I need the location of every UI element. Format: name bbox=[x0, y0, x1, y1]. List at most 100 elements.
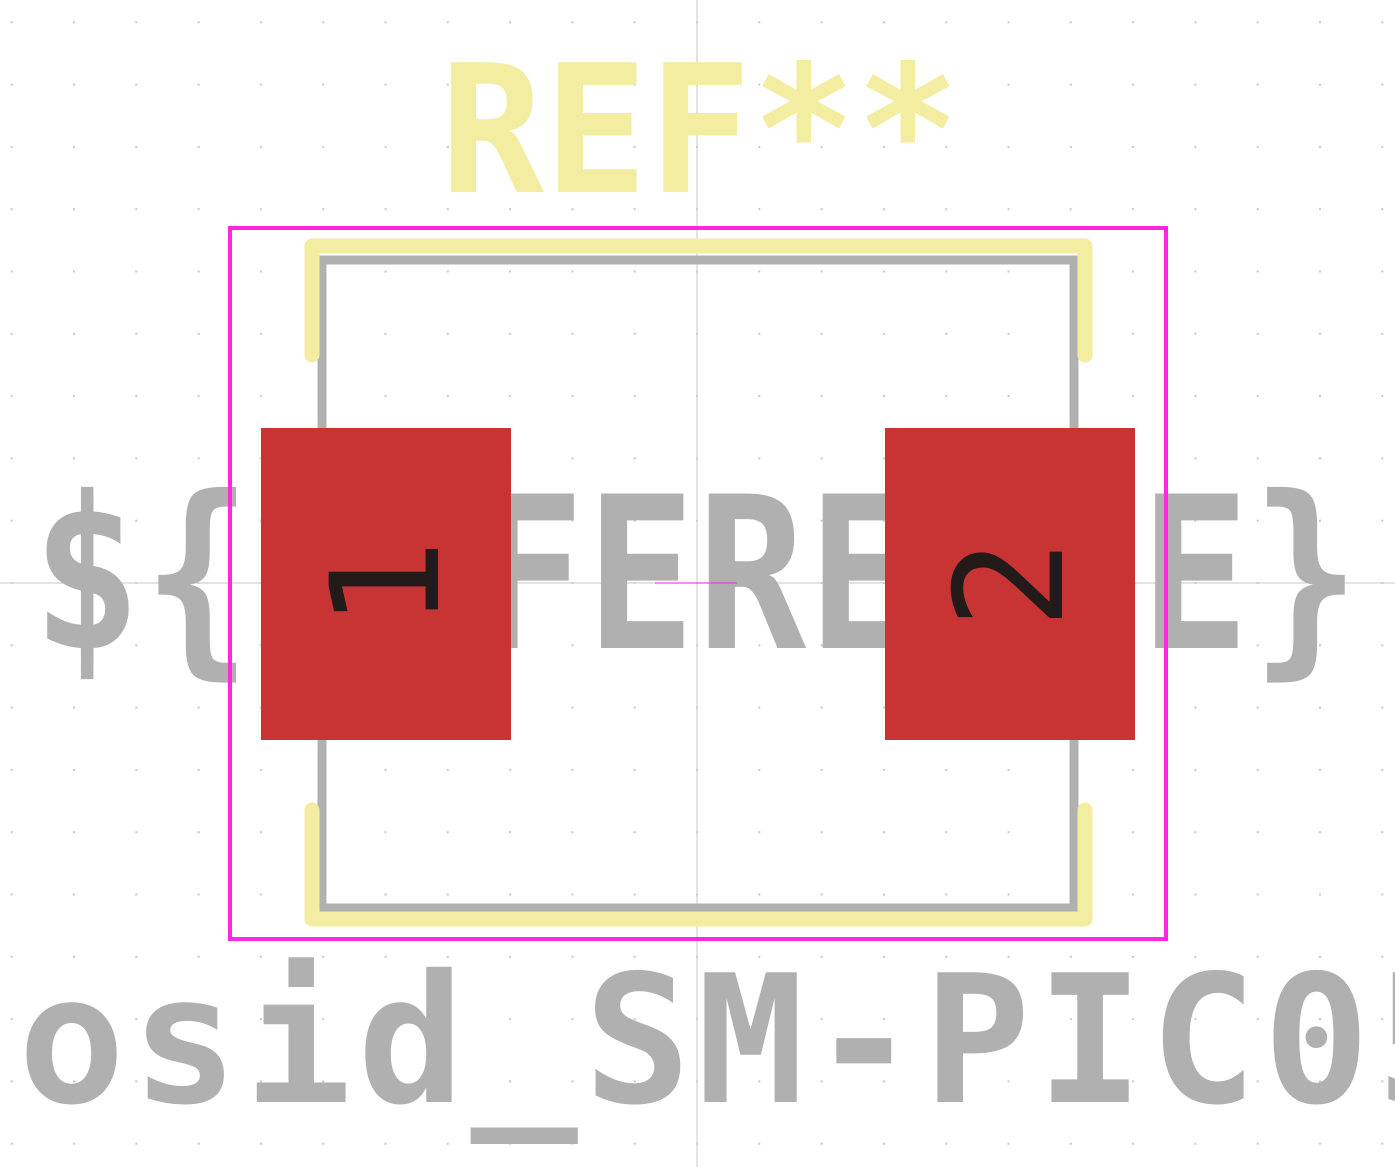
grid-dot bbox=[1319, 1142, 1321, 1145]
grid-dot bbox=[945, 83, 948, 86]
grid-dot bbox=[259, 83, 262, 86]
grid-dot bbox=[820, 1018, 823, 1021]
grid-dot bbox=[1381, 83, 1384, 86]
grid-dot bbox=[197, 395, 200, 398]
grid-dot bbox=[135, 208, 138, 211]
grid-dot bbox=[1319, 83, 1321, 86]
grid-dot bbox=[259, 519, 262, 522]
grid-dot bbox=[1194, 208, 1197, 211]
grid-dot bbox=[135, 768, 138, 771]
grid-dot bbox=[1381, 768, 1384, 771]
grid-dot bbox=[135, 644, 138, 647]
grid-dot bbox=[820, 1080, 823, 1083]
grid-dot bbox=[1319, 21, 1321, 24]
grid-dot bbox=[259, 706, 262, 709]
grid-dot bbox=[135, 270, 138, 273]
courtyard-outline bbox=[228, 226, 1168, 941]
grid-dot bbox=[571, 644, 574, 647]
pad-1[interactable]: 1 bbox=[261, 428, 511, 740]
grid-dot bbox=[1007, 1080, 1010, 1083]
grid-dot bbox=[882, 270, 885, 273]
grid-dot bbox=[259, 768, 262, 771]
grid-dot bbox=[1256, 332, 1259, 335]
grid-dot bbox=[945, 1018, 948, 1021]
grid-dot bbox=[259, 1080, 262, 1083]
grid-dot bbox=[820, 332, 823, 335]
pad-1-copper[interactable] bbox=[261, 428, 511, 740]
grid-dot bbox=[135, 395, 138, 398]
grid-dot bbox=[1069, 1018, 1072, 1021]
grid-dot bbox=[1256, 83, 1259, 86]
grid-dot bbox=[758, 768, 761, 771]
grid-dot bbox=[73, 21, 75, 24]
grid-dot bbox=[882, 1142, 885, 1145]
grid-dot bbox=[1132, 955, 1135, 958]
grid-dot bbox=[1381, 457, 1384, 460]
grid-dot bbox=[1194, 332, 1197, 335]
grid-dot bbox=[633, 955, 636, 958]
grid-dot bbox=[1132, 1142, 1135, 1145]
pad-2-copper[interactable] bbox=[885, 428, 1135, 740]
grid-dot bbox=[820, 1142, 823, 1145]
grid-dot bbox=[945, 1142, 948, 1145]
grid-dot bbox=[1194, 519, 1197, 522]
grid-dot bbox=[384, 893, 387, 896]
grid-dot bbox=[1381, 644, 1384, 647]
grid-dot bbox=[1007, 270, 1010, 273]
grid-dot bbox=[135, 457, 138, 460]
grid-dot bbox=[73, 768, 75, 771]
pad-2-number: 2 bbox=[924, 539, 1098, 629]
pad-2[interactable]: 2 bbox=[885, 428, 1135, 740]
grid-dot bbox=[259, 955, 262, 958]
grid-dot bbox=[1132, 893, 1135, 896]
grid-dot bbox=[1319, 831, 1321, 834]
grid-dot bbox=[1007, 831, 1010, 834]
grid-dot bbox=[73, 1142, 75, 1145]
grid-dot bbox=[259, 644, 262, 647]
grid-dot bbox=[384, 395, 387, 398]
grid-dot bbox=[509, 395, 512, 398]
grid-dot bbox=[758, 706, 761, 709]
grid-dot bbox=[882, 457, 885, 460]
grid-dot bbox=[882, 395, 885, 398]
grid-dot bbox=[1381, 145, 1384, 148]
grid-dot bbox=[1194, 955, 1197, 958]
grid-dot bbox=[571, 955, 574, 958]
grid-dot bbox=[758, 519, 761, 522]
grid-dot bbox=[384, 768, 387, 771]
grid-dot bbox=[820, 457, 823, 460]
grid-dot bbox=[571, 208, 574, 211]
grid-dot bbox=[135, 831, 138, 834]
grid-dot bbox=[135, 145, 138, 148]
grid-dot bbox=[820, 706, 823, 709]
grid-dot bbox=[633, 1018, 636, 1021]
grid-dot bbox=[758, 145, 761, 148]
grid-dot bbox=[73, 519, 75, 522]
grid-dot bbox=[73, 208, 75, 211]
grid-dot bbox=[322, 208, 325, 211]
grid-dot bbox=[10, 270, 13, 273]
grid-dot bbox=[1194, 145, 1197, 148]
grid-dot bbox=[135, 1080, 138, 1083]
grid-dot bbox=[446, 83, 449, 86]
grid-dot bbox=[1319, 332, 1321, 335]
grid-dot bbox=[820, 831, 823, 834]
grid-dot bbox=[758, 395, 761, 398]
grid-dot bbox=[1381, 21, 1384, 24]
grid-dot bbox=[1256, 706, 1259, 709]
grid-dot bbox=[882, 519, 885, 522]
grid-dot bbox=[1194, 83, 1197, 86]
grid-dot bbox=[571, 21, 574, 24]
grid-dot bbox=[259, 270, 262, 273]
grid-dot bbox=[1194, 1142, 1197, 1145]
grid-dot bbox=[820, 395, 823, 398]
grid-dot bbox=[571, 457, 574, 460]
grid-dot bbox=[1381, 1018, 1384, 1021]
grid-dot bbox=[571, 893, 574, 896]
grid-dot bbox=[1256, 644, 1259, 647]
grid-dot bbox=[1319, 145, 1321, 148]
grid-dot bbox=[322, 83, 325, 86]
grid-dot bbox=[1256, 1080, 1259, 1083]
grid-dot bbox=[322, 1142, 325, 1145]
grid-dot bbox=[135, 1018, 138, 1021]
